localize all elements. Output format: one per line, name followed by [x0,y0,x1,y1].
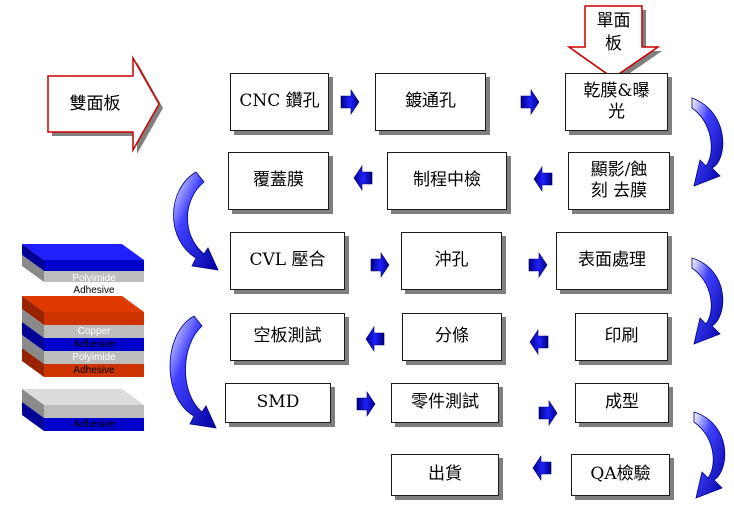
double-side-board-label: 雙面板 [69,93,121,114]
layer-label-copper-2: Copper [77,326,111,337]
curve-coverlay-to-cvl [173,171,219,271]
step-punching: 沖孔 [401,232,502,290]
arrow-parttest-to-forming [538,400,558,426]
layer-label-adhesive-3: Adhesive [73,365,115,376]
step-in-process-inspection: 制程中檢 [387,152,507,210]
curve-surface-to-print [691,257,724,345]
step-shipping: 出貨 [391,454,499,496]
arrow-cnc-to-plating [340,89,360,115]
step-through-hole-plating: 鍍通孔 [375,73,486,131]
step-slitting: 分條 [402,313,502,361]
step-printing: 印刷 [575,313,668,361]
step-component-test: 零件測試 [391,383,499,423]
layer-label-polyimide-2: Polyimide [72,352,116,363]
curved-flow-arrows [169,97,726,499]
step-bare-board-test: 空板測試 [230,313,345,361]
step-dry-film-exposure: 乾膜&曝 光 [565,73,668,131]
layer-label-adhesive-2: Adhesive [73,339,115,350]
arrow-cvl-to-punch [370,252,390,278]
arrow-inspect-to-coverlay [353,165,373,191]
arrow-punch-to-surface [528,252,548,278]
step-cvl-lamination: CVL 壓合 [230,232,345,290]
arrow-smd-to-parttest [356,391,376,417]
layer-label-polyimide-1: Polyimide [72,273,116,284]
layer-stack-1 [22,244,144,282]
curve-forming-to-qa [693,411,726,499]
double-side-board-arrow [47,55,163,154]
step-smd: SMD [225,383,331,423]
step-coverlay: 覆蓋膜 [228,152,329,210]
arrow-print-to-slit [529,329,549,355]
layer-label-adhesive-4: Adhesive [73,419,115,430]
arrow-slit-to-boardtest [365,326,385,352]
curve-boardtest-to-smd [169,315,217,429]
step-cnc-drilling: CNC 鑽孔 [230,73,329,131]
arrow-plating-to-dryfilm [520,89,540,115]
flow-arrows [340,89,558,481]
layer-stack-2 [22,296,144,377]
step-qa-inspection: QA檢驗 [571,454,670,496]
single-side-board-label: 單面 板 [596,11,631,54]
curve-dryfilm-to-develop [691,97,724,187]
layer-label-polyimide-3: Polyimide [72,432,116,443]
arrow-qa-to-ship [532,455,552,481]
step-develop-etch-strip: 顯影/蝕 刻 去膜 [568,152,670,210]
single-side-board-arrow [566,5,662,82]
layer-stack-3 [22,389,144,431]
layer-label-copper-3: Copper [77,378,111,389]
arrow-develop-to-inspect [533,166,553,192]
step-forming: 成型 [575,383,669,423]
layer-label-adhesive-1: Adhesive [73,285,115,296]
step-surface-treatment: 表面處理 [556,232,668,290]
